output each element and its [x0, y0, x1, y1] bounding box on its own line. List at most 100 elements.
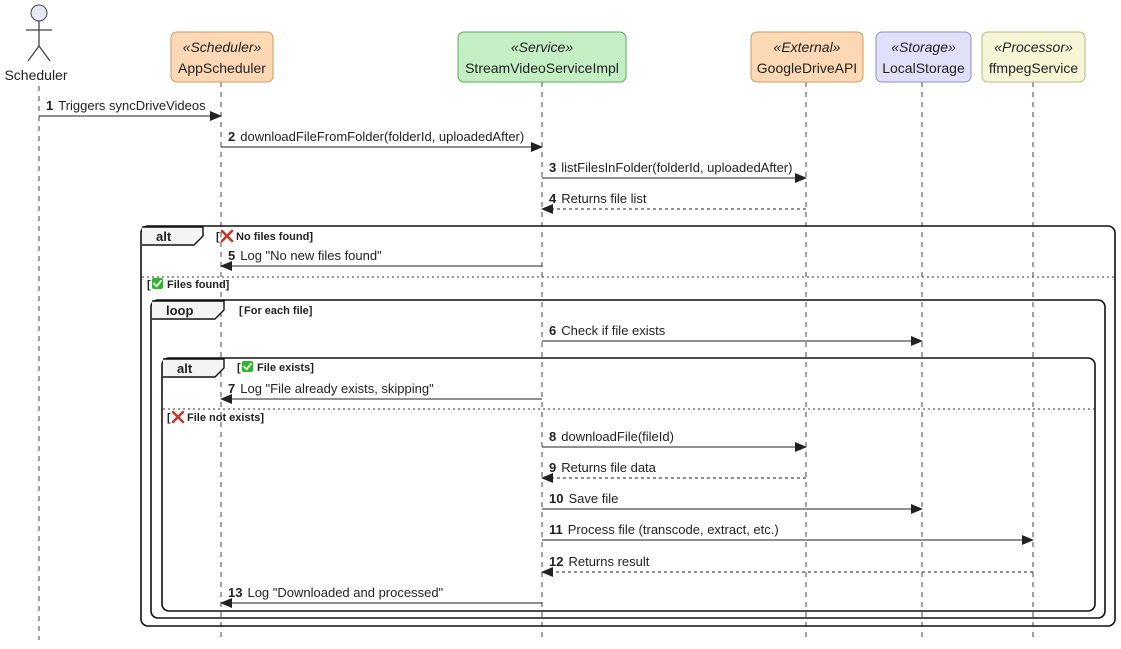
guard-file-exists: [File exists] [237, 361, 314, 374]
message-text: Process file (transcode, extract, etc.) [568, 522, 779, 537]
message-text: Returns result [568, 554, 649, 569]
actor-left-leg [27, 45, 40, 62]
message-text: Returns file data [561, 460, 656, 475]
guard-text: Files found] [167, 279, 230, 291]
participant-gd: «External» GoogleDriveAPI [750, 31, 864, 83]
message-number: 2 [228, 129, 235, 144]
message-number: 13 [228, 585, 242, 600]
participant-box [457, 31, 627, 83]
message-label: 13 Log "Downloaded and processed" [228, 585, 444, 600]
fragment-keyword: loop [166, 303, 193, 318]
guard-open-bracket: [ [147, 279, 151, 291]
message-5: 5 Log "No new files found" [220, 248, 542, 271]
participant-name: AppScheduler [178, 60, 266, 76]
message-number: 9 [549, 460, 556, 475]
message-text: Save file [568, 491, 618, 506]
message-label: 2 downloadFileFromFolder(folderId, upload… [228, 129, 524, 144]
message-13: 13 Log "Downloaded and processed" [220, 585, 542, 608]
message-number: 7 [228, 381, 235, 396]
guard-text: File not exists] [187, 412, 264, 424]
message-label: 12 Returns result [549, 554, 650, 569]
participant-stereotype: «Storage» [891, 39, 956, 55]
guard-file-not-exists: [ File not exists] [167, 410, 264, 424]
message-text: downloadFileFromFolder(folderId, uploade… [240, 129, 524, 144]
fragment-tab-alt-outer: alt [142, 226, 204, 246]
message-number: 4 [549, 191, 557, 206]
actor-scheduler: Scheduler [4, 4, 68, 83]
message-label: 1 Triggers syncDriveVideos [46, 98, 206, 113]
check-icon [152, 278, 163, 289]
participant-name: GoogleDriveAPI [757, 60, 857, 76]
message-text: Check if file exists [561, 323, 666, 338]
participant-stereotype: «External» [774, 39, 841, 55]
message-label: 10 Save file [549, 491, 618, 506]
message-9: 9 Returns file data [541, 460, 806, 483]
fragment-keyword: alt [177, 361, 193, 376]
message-text: Log "No new files found" [240, 248, 382, 263]
message-10: 10 Save file [542, 491, 923, 514]
actor-head-icon [30, 4, 48, 22]
message-number: 8 [549, 429, 556, 444]
message-label: 6 Check if file exists [549, 323, 666, 338]
message-label: 8 downloadFile(fileId) [549, 429, 674, 444]
guard-open-bracket: [ [216, 231, 220, 243]
message-7: 7 Log "File already exists, skipping" [220, 381, 542, 404]
participant-stereotype: «Service» [511, 39, 573, 55]
message-text: Log "Downloaded and processed" [247, 585, 443, 600]
guard-open-bracket: [ [167, 412, 171, 424]
check-icon [242, 361, 253, 372]
message-number: 6 [549, 323, 556, 338]
message-number: 1 [46, 98, 53, 113]
participant-box [875, 31, 972, 83]
actor-right-leg [38, 45, 51, 62]
message-4: 4 Returns file list [541, 191, 806, 214]
message-label: 4 Returns file list [549, 191, 647, 206]
participant-name: ffmpegService [989, 60, 1078, 76]
fragment-keyword: alt [156, 229, 172, 244]
actor-label: Scheduler [4, 67, 67, 83]
guard-for-each-file: [For each file] [239, 305, 313, 317]
guard-files-found: [ Files found] [147, 278, 230, 291]
message-label: 3 listFilesInFolder(folderId, uploadedAft… [549, 160, 792, 175]
participant-ls: «Storage» LocalStorage [875, 31, 972, 83]
message-text: listFilesInFolder(folderId, uploadedAfte… [561, 160, 792, 175]
fragment-alt-inner: alt[File exists][File not exists] [161, 357, 1096, 612]
participant-ff: «Processor» ffmpegService [981, 31, 1086, 83]
message-label: 5 Log "No new files found" [228, 248, 382, 263]
guard-no-files-found: [ No files found] [216, 229, 313, 243]
message-text: Returns file list [561, 191, 647, 206]
message-text: Log "File already exists, skipping" [240, 381, 434, 396]
message-8: 8 downloadFile(fileId) [542, 429, 807, 452]
message-6: 6 Check if file exists [542, 323, 923, 346]
message-12: 12 Returns result [541, 554, 1033, 577]
message-number: 10 [549, 491, 563, 506]
message-1: 1 Triggers syncDriveVideos [39, 98, 222, 121]
message-number: 11 [549, 522, 563, 537]
cross-icon [171, 410, 185, 424]
participant-name: LocalStorage [882, 60, 965, 76]
cross-icon [220, 229, 234, 243]
message-text: downloadFile(fileId) [561, 429, 674, 444]
guard-open-bracket: [ [237, 362, 241, 374]
participant-box [170, 31, 274, 83]
message-2: 2 downloadFileFromFolder(folderId, upload… [221, 129, 543, 152]
message-label: 11 Process file (transcode, extract, etc.… [549, 522, 779, 537]
guard-text: No files found] [236, 231, 313, 243]
fragment-tab-alt-inner: alt [163, 358, 225, 378]
guard-text: For each file] [244, 305, 313, 317]
message-number: 3 [549, 160, 556, 175]
participant-stereotype: «Scheduler» [183, 39, 262, 55]
participant-stereotype: «Processor» [994, 39, 1073, 55]
fragment-loop: loop[For each file] [150, 299, 1106, 619]
message-number: 5 [228, 248, 235, 263]
participant-box [981, 31, 1086, 83]
message-number: 12 [549, 554, 563, 569]
participant-box [750, 31, 864, 83]
fragment-alt-outer: alt [ No files found] [ Files found] [140, 225, 1116, 627]
message-label: 9 Returns file data [549, 460, 657, 475]
fragment-tab-loop: loop [152, 300, 225, 320]
message-text: Triggers syncDriveVideos [58, 98, 206, 113]
message-label: 7 Log "File already exists, skipping" [228, 381, 434, 396]
message-3: 3 listFilesInFolder(folderId, uploadedAft… [542, 160, 807, 183]
